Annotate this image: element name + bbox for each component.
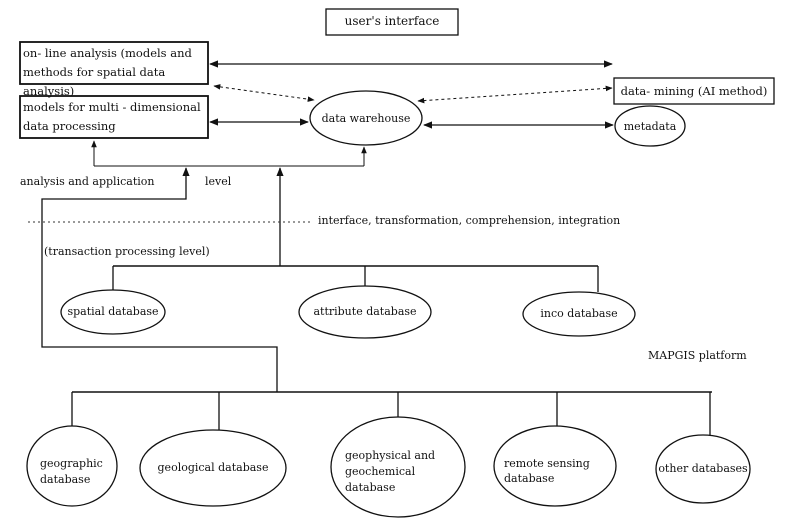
other-databases-label: other databases [658, 462, 748, 475]
mining-to-warehouse-arrow [417, 85, 613, 104]
inco-database-node [522, 291, 636, 337]
geological-database-node [139, 429, 287, 507]
geological-database-label: geological database [157, 461, 269, 474]
remote-sensing-database-label: remote sensing database [504, 457, 590, 485]
spatial-database-label: spatial database [67, 305, 159, 318]
user-interface-label: user's interface [344, 14, 440, 28]
geographic-database-label: geographic database [40, 457, 103, 486]
interface-transformation-label: interface, transformation, comprehension… [318, 214, 621, 227]
data-warehouse-label: data warehouse [321, 112, 411, 125]
models-processing-label: models for multi - dimensional data proc… [23, 100, 201, 133]
metadata-node [614, 105, 686, 147]
level-label: level [205, 175, 232, 188]
remote-sensing-database-node [493, 425, 617, 507]
models-processing-box [19, 95, 209, 139]
attribute-database-label: attribute database [313, 305, 417, 318]
data-mining-label: data- mining (AI method) [620, 84, 768, 98]
inco-database-label: inco database [540, 307, 618, 320]
online-to-warehouse-arrow [213, 84, 315, 102]
metadata-label: metadata [623, 120, 677, 133]
mapgis-platform-label: MAPGIS platform [648, 349, 747, 362]
transaction-level-label: (transaction processing level) [44, 245, 210, 258]
data-mining-box [613, 77, 775, 105]
geophysical-database-label: geophysical and geochemical database [345, 449, 436, 494]
mapgis-return-line [41, 167, 278, 392]
user-interface-box [325, 8, 459, 36]
data-warehouse-node [309, 90, 423, 146]
analysis-application-label: analysis and application [20, 175, 155, 188]
online-analysis-label: on- line analysis (models and methods fo… [23, 46, 192, 98]
other-databases-node [655, 434, 751, 504]
online-analysis-box [19, 41, 209, 85]
